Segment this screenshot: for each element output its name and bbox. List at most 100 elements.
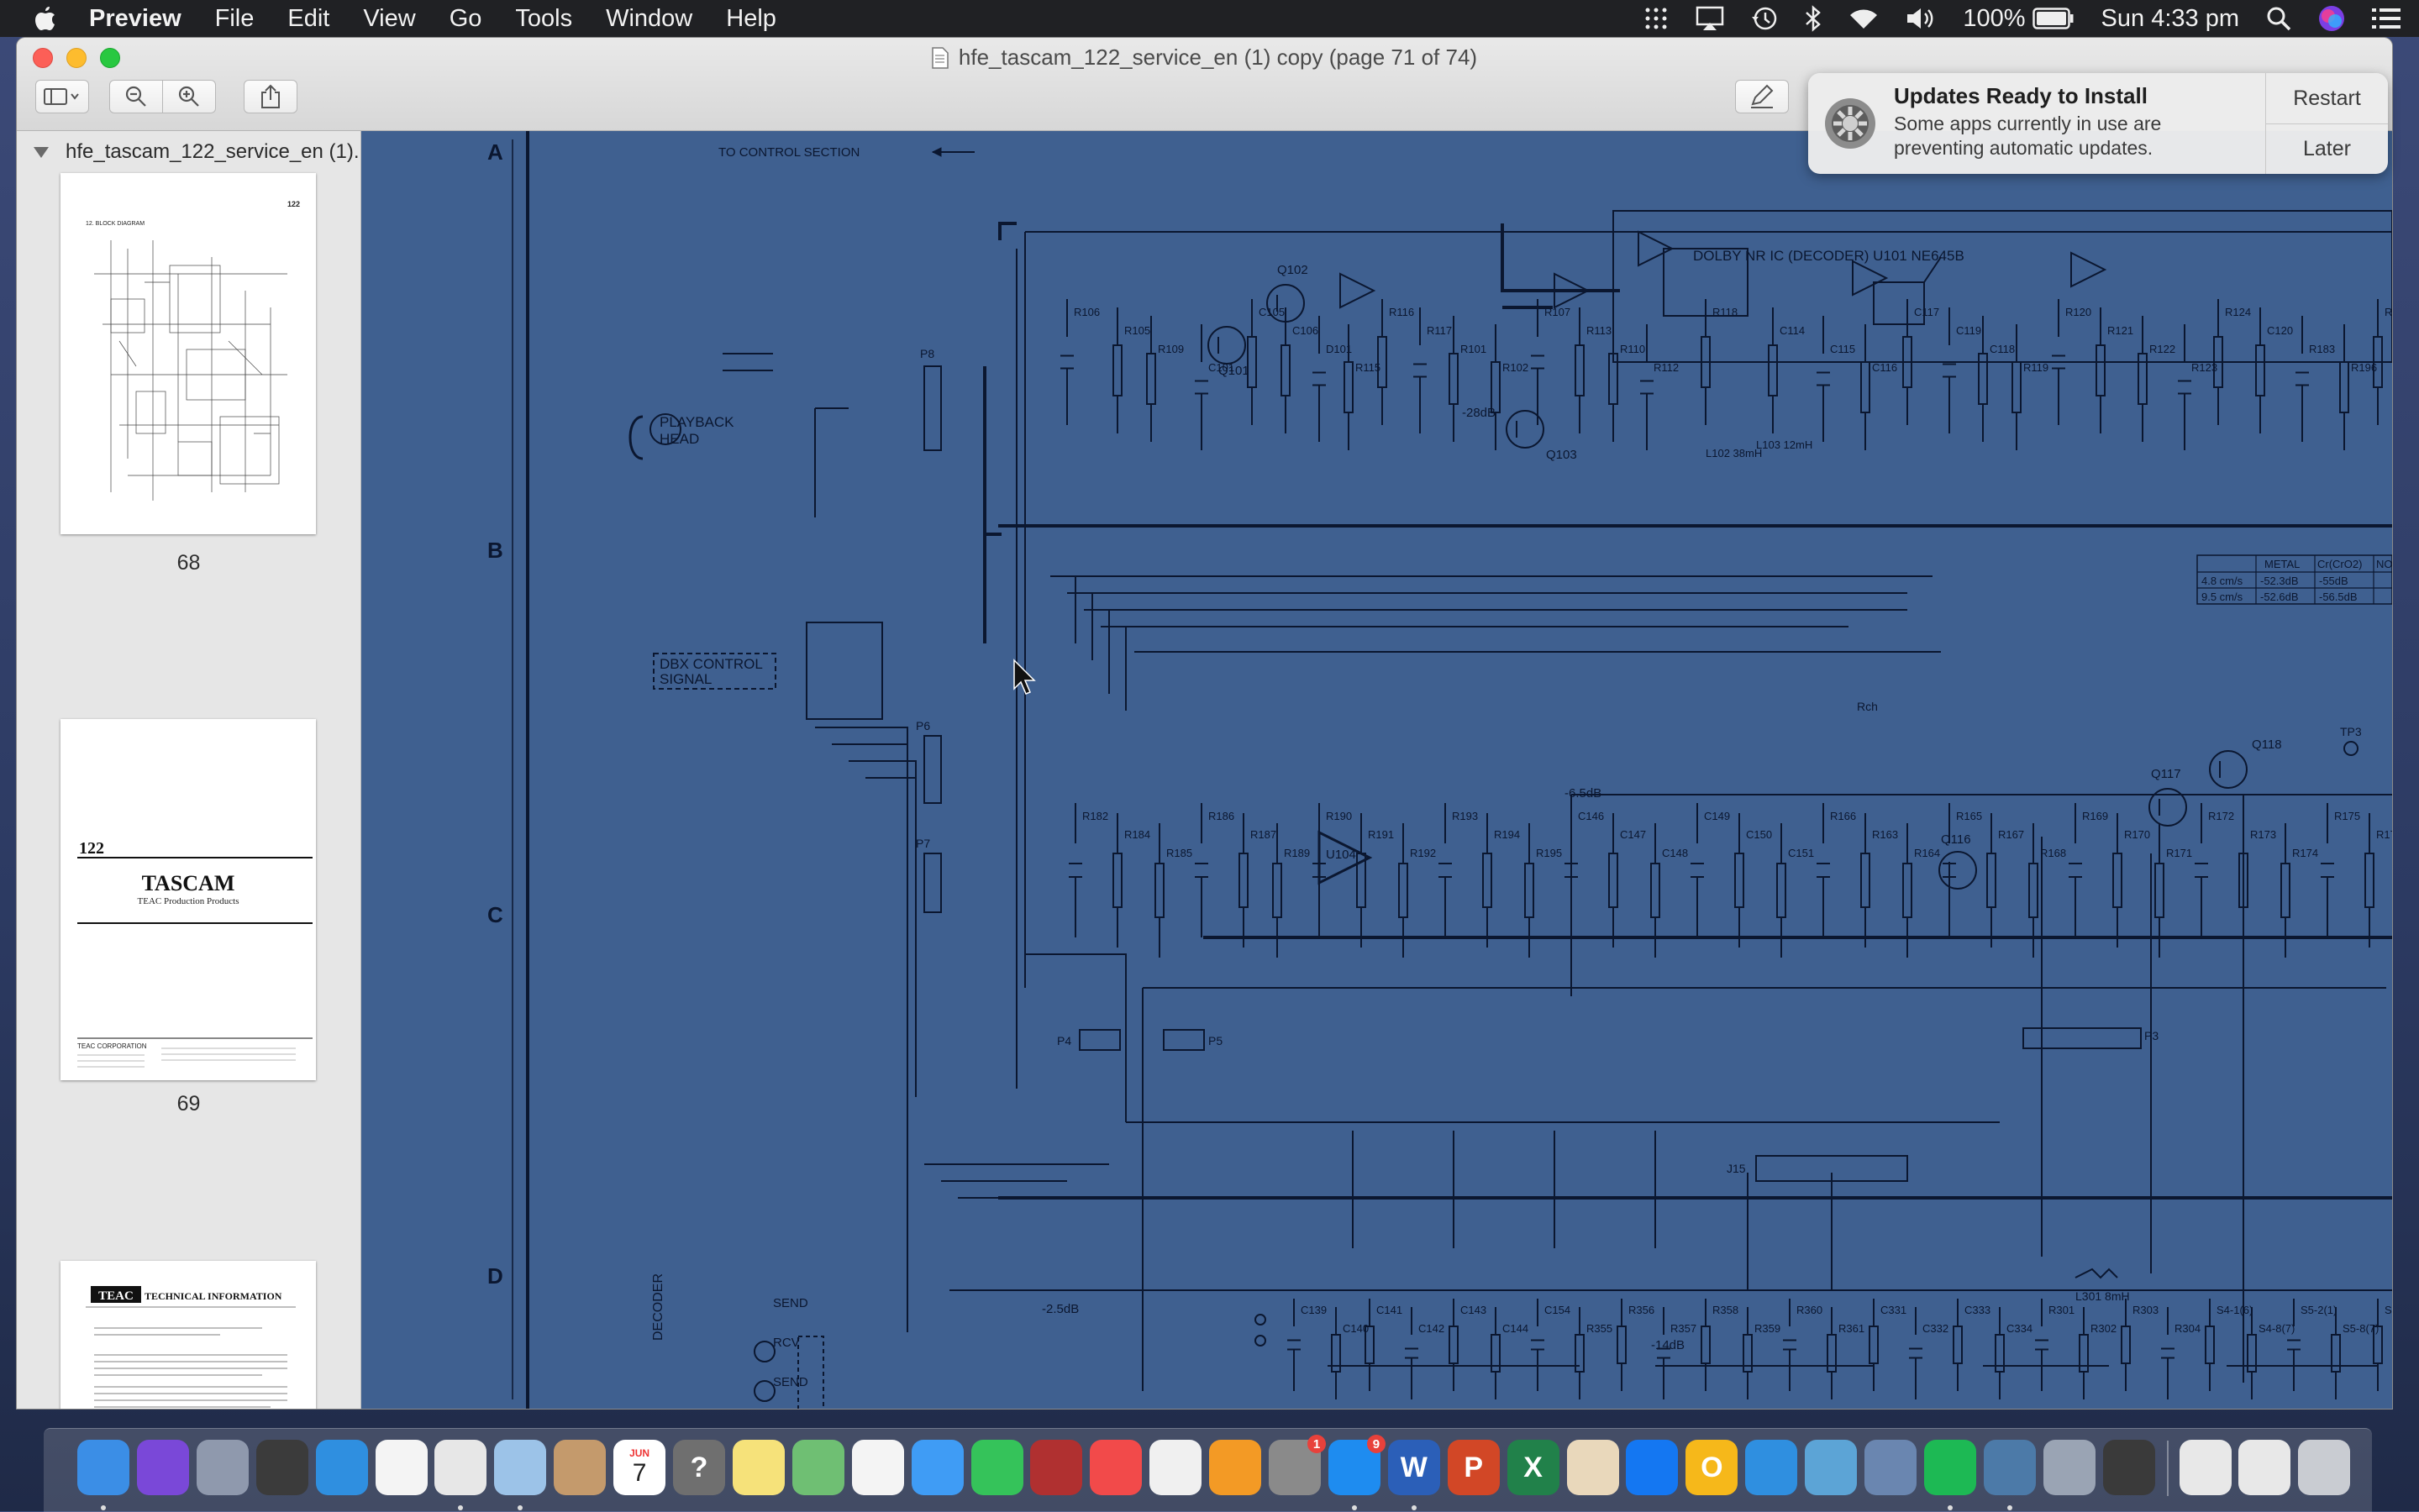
volume-icon[interactable]	[1906, 7, 1936, 30]
teams-icon[interactable]	[1745, 1440, 1798, 1495]
downloads-folder-icon[interactable]	[2238, 1440, 2291, 1495]
q116-label: Q116	[1941, 832, 1971, 847]
part-label: C120	[2267, 324, 2293, 337]
photo-slideshow-icon[interactable]	[1030, 1440, 1083, 1495]
shazam-icon[interactable]	[1626, 1440, 1679, 1495]
time-machine-icon[interactable]	[1751, 5, 1778, 32]
later-button[interactable]: Later	[2303, 136, 2351, 160]
search-icon[interactable]	[2266, 6, 2291, 31]
control-list-icon[interactable]	[2372, 7, 2401, 30]
grid-dots-icon[interactable]	[1643, 6, 1669, 31]
image-capture-icon[interactable]	[1983, 1440, 2036, 1495]
screenshot-folder-icon[interactable]	[2102, 1440, 2155, 1495]
system-preferences-icon[interactable]: 1	[1269, 1435, 1326, 1495]
news-icon[interactable]	[1090, 1440, 1143, 1495]
airplay-icon[interactable]	[1696, 6, 1724, 31]
music-icon[interactable]	[1149, 1440, 1202, 1495]
part-label: C150	[1746, 828, 1772, 841]
resistor-symbol	[1902, 299, 1912, 425]
menu-tools[interactable]: Tools	[515, 4, 573, 32]
resistor-symbol	[1768, 307, 1778, 433]
zoom-button[interactable]	[100, 48, 120, 68]
word-icon[interactable]: W	[1387, 1440, 1440, 1495]
menu-window[interactable]: Window	[606, 4, 693, 32]
running-indicator	[1351, 1505, 1357, 1510]
finder-icon[interactable]	[77, 1440, 129, 1495]
markup-button[interactable]	[1735, 80, 1789, 113]
zoom-in-button[interactable]	[162, 80, 216, 113]
menu-help[interactable]: Help	[726, 4, 776, 32]
part-label: R101	[1460, 343, 1486, 355]
help-icon[interactable]: ?	[673, 1440, 725, 1495]
safari-icon[interactable]	[315, 1440, 368, 1495]
running-indicator	[1947, 1505, 1953, 1510]
sidebar-document-header[interactable]: hfe_tascam_122_service_en (1)...	[34, 139, 360, 165]
messages-icon[interactable]	[911, 1440, 964, 1495]
siri-icon[interactable]	[2318, 5, 2345, 32]
chrome-icon[interactable]	[434, 1440, 487, 1495]
to-control-section-label: TO CONTROL SECTION	[718, 145, 860, 160]
excel-icon[interactable]: X	[1507, 1440, 1559, 1495]
menu-go[interactable]: Go	[449, 4, 482, 32]
satellite-icon[interactable]	[1864, 1440, 1917, 1495]
battery-icon[interactable]	[2032, 8, 2075, 29]
menu-file[interactable]: File	[214, 4, 255, 32]
wifi-icon[interactable]	[1848, 7, 1879, 30]
network-icon[interactable]	[1805, 1440, 1858, 1495]
part-label: R109	[1158, 343, 1184, 355]
maps-icon[interactable]	[791, 1440, 844, 1495]
l102-label: L102 38mH	[1706, 447, 1762, 459]
sidebar-toggle-button[interactable]	[35, 80, 89, 113]
resistor-symbol	[2138, 316, 2148, 442]
menu-app-name[interactable]: Preview	[89, 4, 181, 32]
notes-icon[interactable]	[732, 1440, 785, 1495]
restart-button[interactable]: Restart	[2293, 86, 2361, 110]
trash-icon[interactable]	[2298, 1440, 2351, 1495]
thumb69-brand: TASCAM	[142, 871, 235, 895]
books-icon[interactable]	[1209, 1440, 1262, 1495]
powerpoint-icon[interactable]: P	[1447, 1440, 1500, 1495]
apple-menu-icon[interactable]	[30, 0, 60, 37]
close-button[interactable]	[33, 48, 53, 68]
clock-icon[interactable]	[2043, 1440, 2096, 1495]
capacitor-symbol	[1438, 803, 1452, 937]
menu-view[interactable]: View	[363, 4, 416, 32]
page-thumbnail-69[interactable]: 122 TASCAM TEAC Production Products TEAC…	[60, 719, 316, 1080]
page-thumbnail-70[interactable]: TEAC TECHNICAL INFORMATION	[60, 1261, 316, 1409]
part-label: C148	[1662, 847, 1688, 859]
facetime-icon[interactable]	[970, 1440, 1023, 1495]
page-thumbnail-68[interactable]: 12. BLOCK DIAGRAM 122	[60, 173, 316, 534]
internet-explorer-icon[interactable]	[1566, 1440, 1619, 1495]
zoom-out-button[interactable]	[109, 80, 163, 113]
part-label: R106	[1074, 306, 1100, 318]
reminders-icon[interactable]	[375, 1440, 428, 1495]
siri-icon[interactable]	[136, 1440, 189, 1495]
launchpad-icon[interactable]	[196, 1440, 249, 1495]
menu-clock[interactable]: Sun 4:33 pm	[2101, 4, 2239, 32]
disclosure-triangle-icon[interactable]	[34, 146, 49, 158]
document-view[interactable]: A B C D TO CONTROL SECTION	[361, 131, 2392, 1409]
share-button[interactable]	[244, 80, 297, 113]
bluetooth-icon[interactable]	[1805, 5, 1822, 32]
resistor-symbol	[2247, 1307, 2257, 1399]
menu-edit[interactable]: Edit	[287, 4, 330, 32]
battery-percent[interactable]: 100%	[1963, 4, 2026, 32]
update-notification[interactable]: Updates Ready to Install Some apps curre…	[1808, 73, 2388, 174]
photos-icon[interactable]	[851, 1440, 904, 1495]
documents-folder-icon[interactable]	[2179, 1440, 2232, 1495]
part-label: C116	[1872, 361, 1897, 374]
app-store-icon[interactable]: 9	[1328, 1435, 1386, 1495]
part-label: R176	[2376, 828, 2392, 841]
outlook-icon[interactable]: O	[1685, 1440, 1738, 1495]
capacitor-symbol	[1817, 803, 1830, 937]
contacts-icon[interactable]	[554, 1440, 607, 1495]
preview-icon[interactable]	[494, 1440, 547, 1495]
spotify-icon[interactable]	[1923, 1440, 1976, 1495]
photo-booth-icon[interactable]	[255, 1440, 308, 1495]
part-label: R167	[1998, 828, 2024, 841]
minimize-button[interactable]	[66, 48, 87, 68]
status-area: 100% Sun 4:33 pm	[1617, 0, 2419, 37]
decoder-label: DECODER	[651, 1273, 665, 1341]
